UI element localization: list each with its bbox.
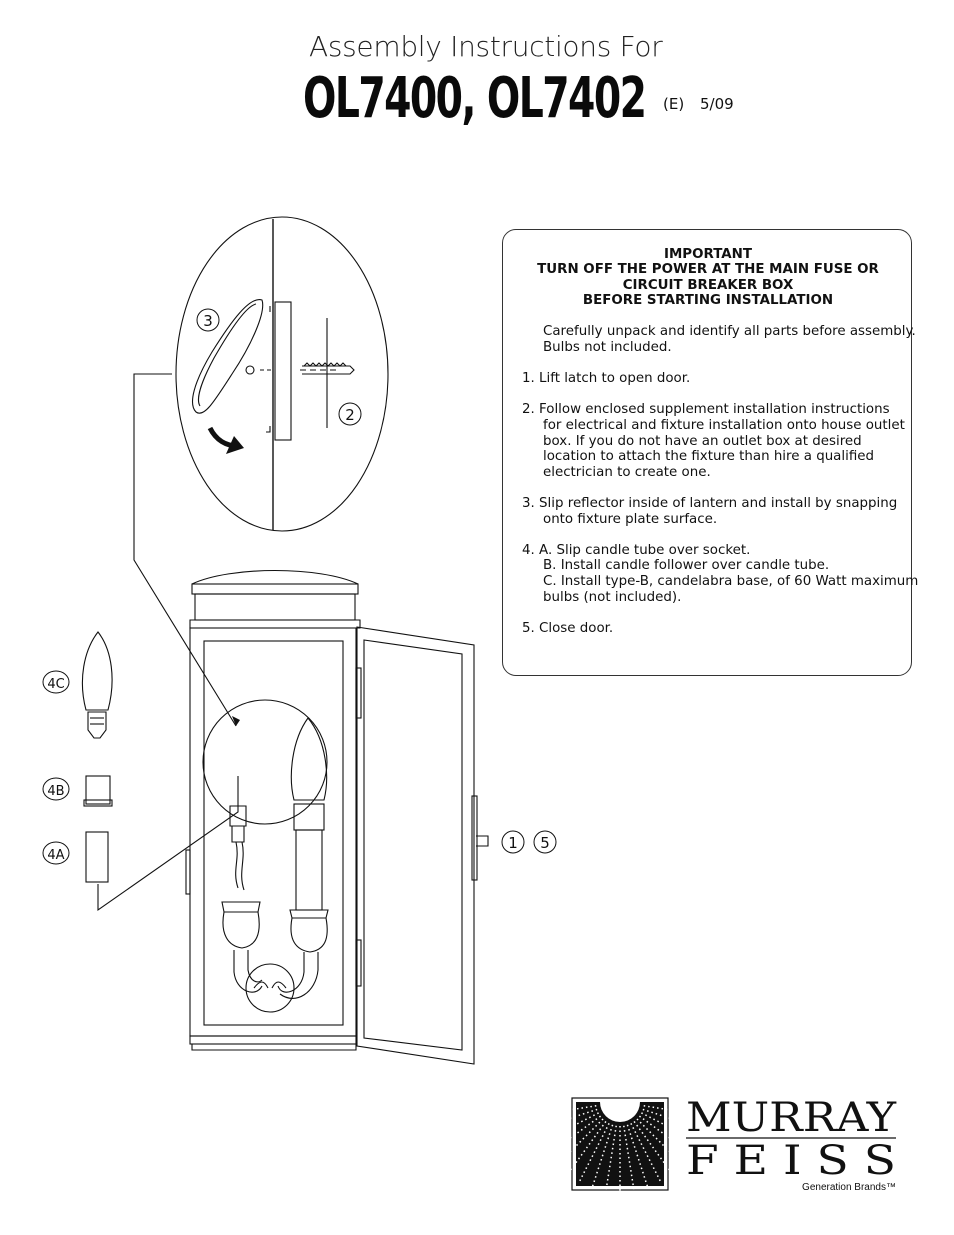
candle-tube-4a xyxy=(85,831,109,883)
callout-2-label: 2 xyxy=(345,406,355,424)
logo-ray xyxy=(636,1118,685,1167)
logo-murray: MURRAY xyxy=(686,1095,897,1141)
step-4-line-4: bulbs (not included). xyxy=(543,590,682,605)
logo-ray xyxy=(633,1120,674,1176)
logo-ray xyxy=(555,1118,604,1167)
latch-detail-oval xyxy=(175,216,389,532)
logo-ray xyxy=(539,1112,599,1144)
logo-ray xyxy=(530,1105,597,1117)
callout-4c xyxy=(42,670,70,694)
step-2-line-5: electrician to create one. xyxy=(543,465,711,480)
callout-1-label: 1 xyxy=(508,834,518,852)
logo-ray xyxy=(605,1125,617,1192)
logo-ray xyxy=(630,1123,662,1183)
callout-4a-label: 4A xyxy=(47,848,64,863)
logo-ray xyxy=(578,1123,610,1183)
logo-ray xyxy=(638,1115,694,1156)
logo-ray xyxy=(591,1124,614,1188)
callout-3-label: 3 xyxy=(203,312,213,330)
step-1: 1. Lift latch to open door. xyxy=(522,371,691,386)
step-3-line-1: 3. Slip reflector inside of lantern and … xyxy=(522,496,898,511)
step-2-line-2: for electrical and fixture installation … xyxy=(543,418,905,433)
revision-date: 5/09 xyxy=(700,95,734,113)
step-4-line-1: 4. A. Slip candle tube over socket. xyxy=(522,543,751,558)
step-2-line-3: box. If you do not have an outlet box at… xyxy=(543,434,862,449)
step-2-line-1: 2. Follow enclosed supplement installati… xyxy=(522,402,890,417)
intro-line-2: Bulbs not included. xyxy=(543,340,672,355)
callout-4c-label: 4C xyxy=(47,677,64,692)
logo-feiss: F E I S S xyxy=(686,1138,896,1184)
warning-line-1: TURN OFF THE POWER AT THE MAIN FUSE OR xyxy=(537,262,879,277)
callout-1 xyxy=(501,830,525,854)
callout-4b-label: 4B xyxy=(47,784,64,799)
step-2-line-4: location to attach the fixture than hire… xyxy=(543,449,875,464)
instructions-panel: IMPORTANT TURN OFF THE POWER AT THE MAIN… xyxy=(502,229,918,676)
intro-line-1: Carefully unpack and identify all parts … xyxy=(543,324,916,339)
logo-ray xyxy=(642,1108,706,1131)
callout-5 xyxy=(533,830,557,854)
step-3-line-2: onto fixture plate surface. xyxy=(543,512,718,527)
important-heading: IMPORTANT xyxy=(663,247,752,262)
callout-4b xyxy=(42,777,70,801)
callout-5-label: 5 xyxy=(540,834,550,852)
step-4-line-3: C. Install type-B, candelabra base, of 6… xyxy=(543,574,919,589)
callout-3 xyxy=(196,308,220,332)
logo-ray xyxy=(643,1105,710,1117)
candle-follower-4b xyxy=(83,775,113,807)
logo-ray xyxy=(546,1115,602,1156)
callout-2 xyxy=(338,402,362,426)
logo-tagline: Generation Brands™ xyxy=(802,1182,896,1193)
logo-ray xyxy=(566,1120,607,1176)
callout-4a xyxy=(42,841,70,865)
document-subtitle: Assembly Instructions For xyxy=(309,30,663,63)
bulb-4c xyxy=(81,631,113,739)
murray-feiss-logo: MURRAY F E I S S Generation Brands™ xyxy=(530,1095,897,1193)
logo-ray xyxy=(623,1125,635,1192)
warning-line-3: BEFORE STARTING INSTALLATION xyxy=(582,293,834,308)
logo-ray xyxy=(626,1124,649,1188)
model-number-title: OL7400, OL7402 xyxy=(303,66,647,131)
lantern-body xyxy=(185,569,489,1065)
step-5: 5. Close door. xyxy=(522,621,614,636)
rotate-arrow-icon xyxy=(226,436,244,454)
warning-line-2: CIRCUIT BREAKER BOX xyxy=(622,278,794,293)
logo-ray xyxy=(534,1108,598,1131)
revision-code: (E) xyxy=(663,95,685,113)
step-4-line-2: B. Install candle follower over candle t… xyxy=(543,558,830,573)
